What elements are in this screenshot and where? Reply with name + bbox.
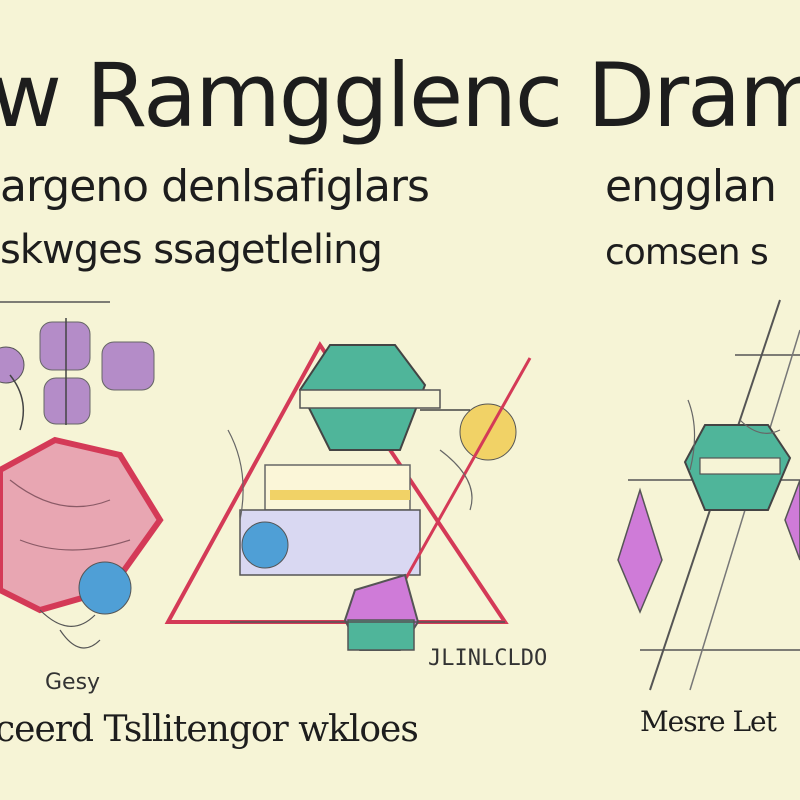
blue-circle-middle: [241, 521, 289, 569]
magenta-shape-edge: [784, 479, 800, 561]
bottom-left-caption: ceerd Tsllitengor wkloes: [0, 709, 419, 750]
red-diagonal-line: [403, 357, 532, 581]
purple-square-1: [39, 321, 91, 371]
blue-circle-left: [78, 561, 132, 615]
teal-base-block: [347, 619, 415, 651]
middle-bar-top: [299, 389, 441, 409]
magenta-diamond-right: [617, 487, 663, 614]
middle-sketch-lines: [227, 429, 473, 521]
right-bar: [699, 457, 781, 475]
left-curve: [9, 374, 25, 431]
left-sketch-lines: [39, 609, 101, 649]
bottom-right-caption: Mesre Let: [640, 705, 777, 738]
colored-strip: [270, 490, 410, 500]
middle-label: JLINLCLDO: [428, 646, 548, 671]
small-left-label: Gesy: [45, 670, 101, 695]
left-heading-line2: skwges ssagetleling: [0, 227, 383, 273]
left-panel: [0, 301, 164, 649]
right-heading-line1: engglan: [605, 161, 777, 212]
diagram-title: w Ramgglenc Dram: [0, 44, 800, 147]
middle-panel-box-upper: [264, 464, 411, 511]
purple-square-2: [101, 341, 155, 391]
right-heading-line2: comsen s: [605, 232, 769, 273]
hexagon-hatching: [9, 479, 131, 551]
right-sketch-lines: [687, 399, 781, 471]
middle-panel: [164, 341, 532, 651]
purple-circle-left: [0, 346, 25, 384]
left-heading-line1: argeno denlsafiglars: [0, 161, 430, 212]
purple-square-3: [43, 377, 91, 425]
right-panel: [617, 299, 800, 691]
